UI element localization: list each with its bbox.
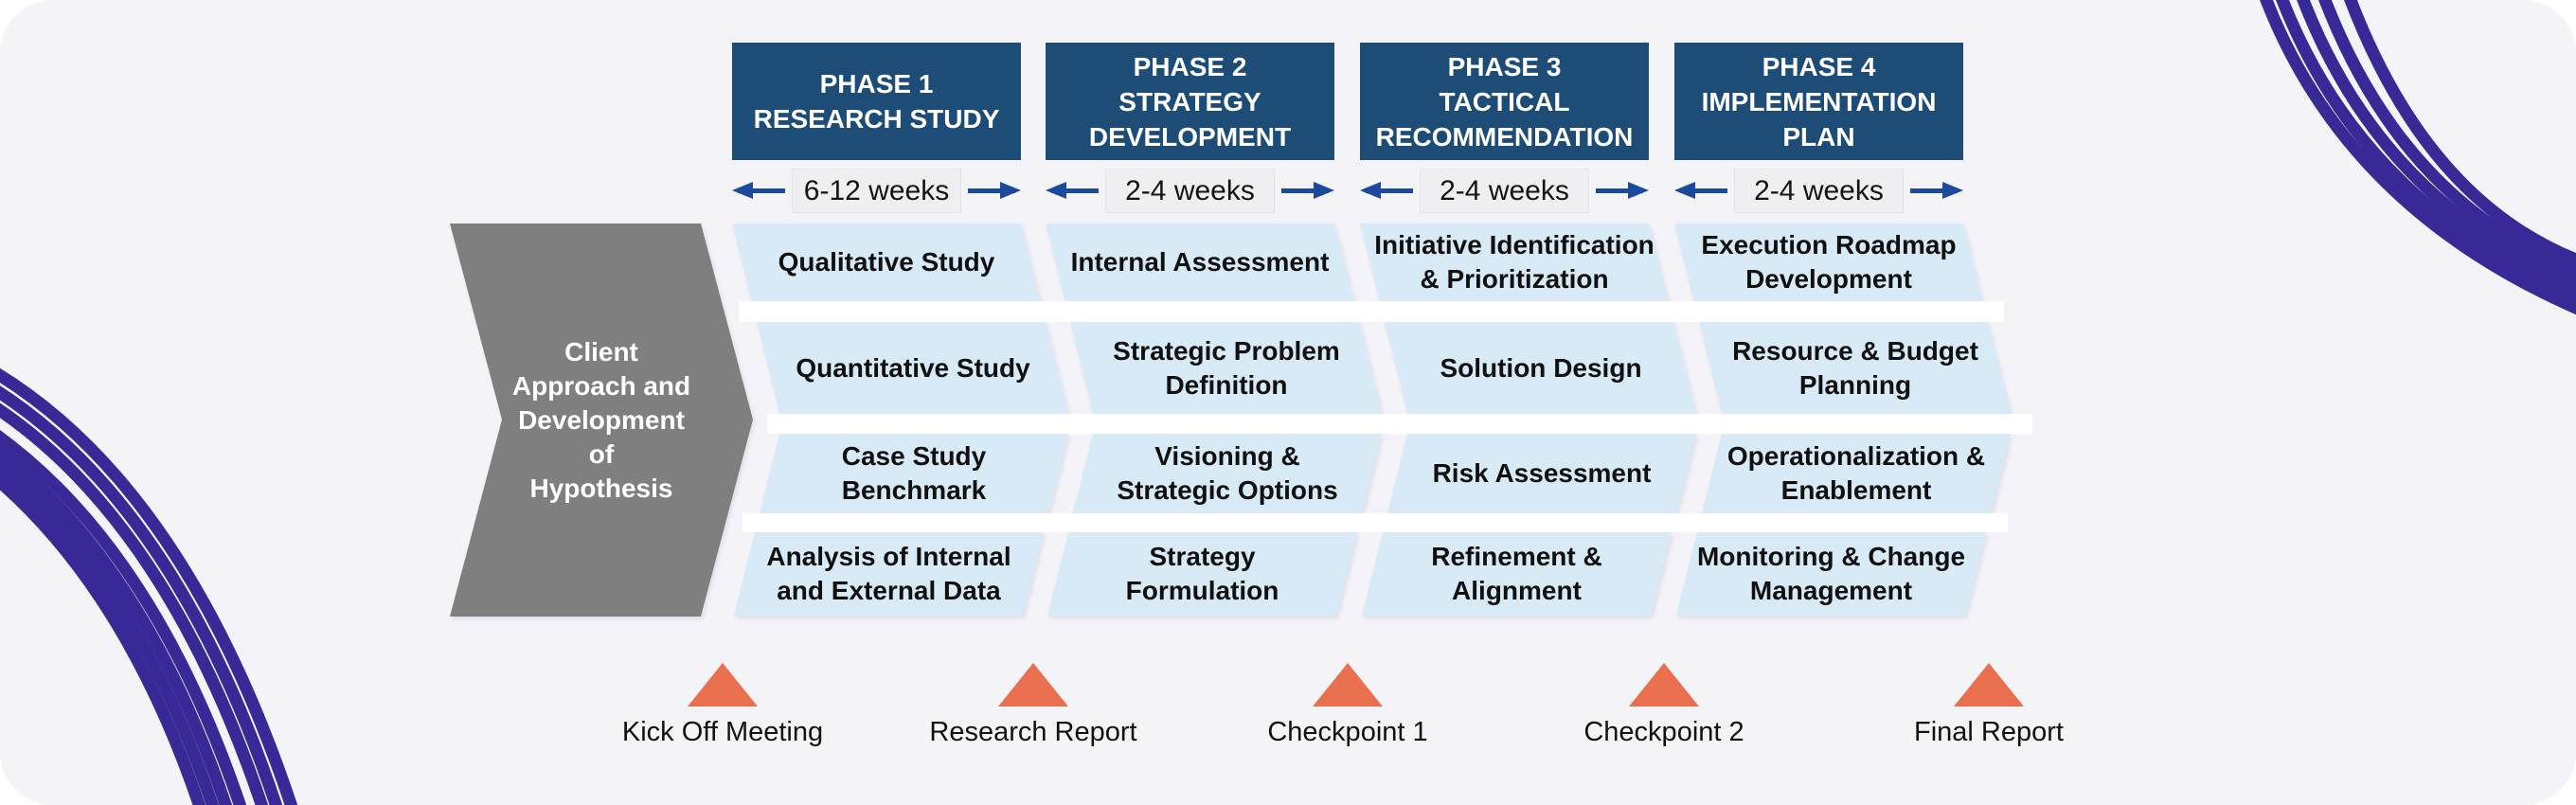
task-segment: Quantitative Study (757, 322, 1069, 414)
task-segment: Strategy Formulation (1047, 532, 1357, 616)
phase-4-header: PHASE 4 IMPLEMENTATION PLAN (1674, 43, 1963, 160)
duration-arrow-left-icon (1360, 182, 1413, 199)
bottom-left-arcs-icon (0, 367, 298, 805)
task-segment: Operationalization & Enablement (1702, 434, 2011, 513)
milestone-triangle-icon (688, 663, 758, 707)
task-segment: Solution Design (1385, 322, 1697, 414)
milestone-checkpoint-1: Checkpoint 1 (1225, 663, 1471, 748)
milestone-label: Research Report (929, 717, 1137, 747)
duration-arrow-right-icon (1281, 182, 1334, 199)
task-segment: Resource & Budget Planning (1699, 322, 2012, 414)
duration-arrow-left-icon (1046, 182, 1099, 199)
client-approach-chevron: Client Approach and Development of Hypot… (450, 224, 753, 617)
duration-arrow-right-icon (968, 182, 1021, 199)
milestone-label: Checkpoint 2 (1583, 717, 1744, 747)
milestone-kick-off-meeting: Kick Off Meeting (599, 663, 846, 748)
top-right-arcs-icon (2260, 0, 2576, 315)
milestone-triangle-icon (1629, 663, 1699, 707)
duration-arrow-right-icon (1910, 182, 1963, 199)
milestone-label: Final Report (1914, 717, 2064, 747)
row-gap-bar (739, 301, 2004, 322)
duration-arrow-left-icon (1674, 182, 1727, 199)
phase-2-duration: 2-4 weeks (1105, 169, 1275, 213)
task-segment: Refinement & Alignment (1362, 532, 1672, 616)
duration-arrow-right-icon (1596, 182, 1649, 199)
milestone-label: Checkpoint 1 (1267, 717, 1428, 747)
task-segment: Execution Roadmap Development (1674, 224, 1983, 301)
task-segment: Initiative Identification & Prioritizati… (1360, 224, 1669, 301)
phase-3-duration: 2-4 weeks (1420, 169, 1589, 213)
task-segment: Visioning & Strategic Options (1073, 434, 1382, 513)
phase-1-duration: 6-12 weeks (792, 169, 961, 213)
task-segment: Strategic Problem Definition (1070, 322, 1383, 414)
task-segment: Analysis of Internal and External Data (734, 532, 1044, 616)
milestone-label: Kick Off Meeting (621, 717, 824, 747)
row-gap-bar (742, 513, 2008, 532)
row-gap-bar (767, 414, 2032, 434)
client-approach-label: Client Approach and Development of Hypot… (450, 224, 753, 617)
milestone-triangle-icon (998, 663, 1068, 707)
milestone-checkpoint-2: Checkpoint 2 (1541, 663, 1787, 748)
task-segment: Qualitative Study (732, 224, 1041, 301)
phase-4-duration: 2-4 weeks (1734, 169, 1904, 213)
milestone-final-report: Final Report (1866, 663, 2112, 748)
task-segment: Monitoring & Change Management (1676, 532, 1986, 616)
milestone-triangle-icon (1313, 663, 1383, 707)
milestone-triangle-icon (1954, 663, 2024, 707)
task-segment: Risk Assessment (1387, 434, 1696, 513)
milestone-research-report: Research Report (910, 663, 1156, 748)
task-segment: Internal Assessment (1046, 224, 1354, 301)
phase-3-header: PHASE 3 TACTICAL RECOMMENDATION (1360, 43, 1649, 160)
duration-arrow-left-icon (732, 182, 785, 199)
phase-2-header: PHASE 2 STRATEGY DEVELOPMENT (1046, 43, 1334, 160)
phase-1-header: PHASE 1 RESEARCH STUDY (732, 43, 1021, 160)
task-segment: Case Study Benchmark (760, 434, 1068, 513)
